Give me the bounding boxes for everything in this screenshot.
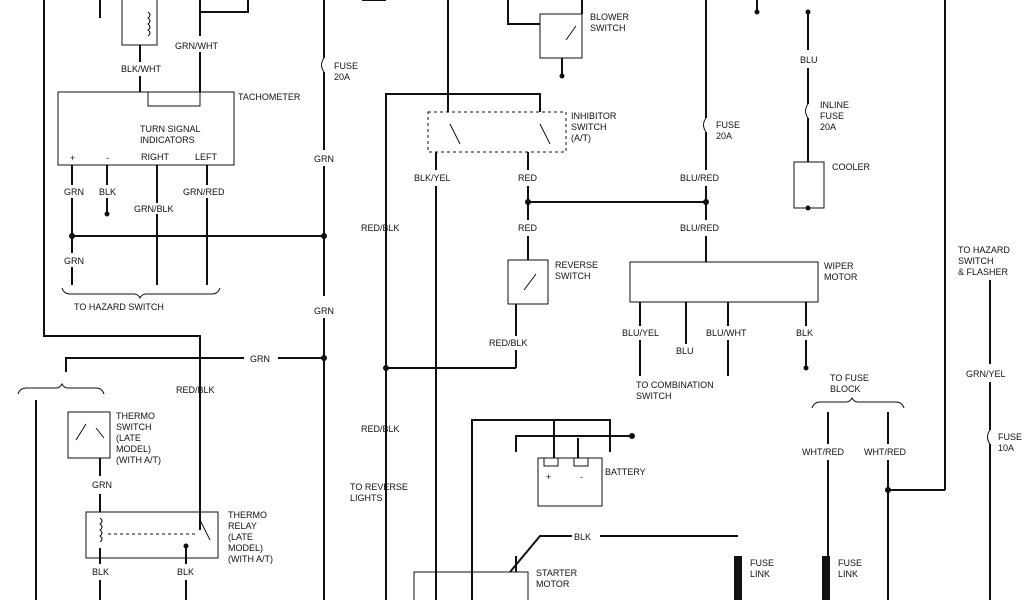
label-battery: BATTERY: [605, 467, 646, 477]
label-blk-a: BLK: [99, 187, 116, 197]
label-wht-red-a: WHT/RED: [802, 447, 844, 457]
blower-switch-box: [539, 13, 583, 59]
label-to-hazard-switch: TO HAZARD SWITCH: [74, 302, 164, 312]
label-right: RIGHT: [141, 152, 170, 162]
label-red-b: RED: [518, 223, 538, 233]
thermo-switch-box: [67, 411, 111, 459]
fuse-link-b-body: [822, 556, 830, 600]
label-blk-wiper: BLK: [796, 328, 813, 338]
label-blu-red-a: BLU/RED: [680, 173, 720, 183]
label-blk-yel: BLK/YEL: [414, 173, 451, 183]
label-grn-thermo: GRN: [92, 480, 112, 490]
cooler-box: [793, 161, 825, 209]
label-grn-horiz: GRN: [250, 354, 270, 364]
label-wht-red-b: WHT/RED: [864, 447, 906, 457]
label-blu-wht: BLU/WHT: [706, 328, 747, 338]
battery-box: [537, 457, 603, 507]
label-blk-starter: BLK: [574, 532, 591, 542]
label-blk-d: BLK: [177, 567, 194, 577]
label-blk-c: BLK: [92, 567, 109, 577]
label-cooler: COOLER: [832, 162, 871, 172]
label-red-blk-d: RED/BLK: [361, 424, 400, 434]
label-blu-red-b: BLU/RED: [680, 223, 720, 233]
label-blk-wht: BLK/WHT: [121, 64, 162, 74]
label-grn-mid2: GRN: [314, 306, 334, 316]
label-batt-plus: +: [546, 472, 551, 482]
wiper-motor-box: [629, 261, 819, 303]
label-grn-mid1: GRN: [314, 154, 334, 164]
label-red-blk-a: RED/BLK: [361, 223, 400, 233]
label-red-a: RED: [518, 173, 538, 183]
left-wiring: [17, 0, 327, 600]
label-grn-red: GRN/RED: [183, 187, 225, 197]
label-tachometer: TACHOMETER: [238, 92, 301, 102]
label-blu-top: BLU: [800, 55, 818, 65]
reverse-switch-box: [507, 259, 549, 305]
label-plus: +: [70, 153, 75, 163]
fuse-link-a-body: [734, 556, 742, 600]
thermo-relay-box: [85, 511, 219, 559]
label-grn-b: GRN: [64, 256, 84, 266]
tachometer-box: [57, 91, 235, 166]
label-grn-yel: GRN/YEL: [966, 369, 1006, 379]
label-grn-blk: GRN/BLK: [134, 204, 174, 214]
label-grn-wht: GRN/WHT: [175, 41, 218, 51]
right-wiring: [629, 0, 991, 600]
label-blu-yel: BLU/YEL: [622, 328, 659, 338]
label-red-blk-b: RED/BLK: [176, 385, 215, 395]
inhibitor-switch-box: [427, 111, 567, 153]
center-wiring: [362, 0, 830, 603]
label-minus: -: [106, 153, 109, 163]
label-grn-a: GRN: [64, 187, 84, 197]
label-blu: BLU: [676, 346, 694, 356]
label-batt-minus: -: [580, 472, 583, 482]
label-left: LEFT: [195, 152, 218, 162]
label-red-blk-c: RED/BLK: [489, 338, 528, 348]
